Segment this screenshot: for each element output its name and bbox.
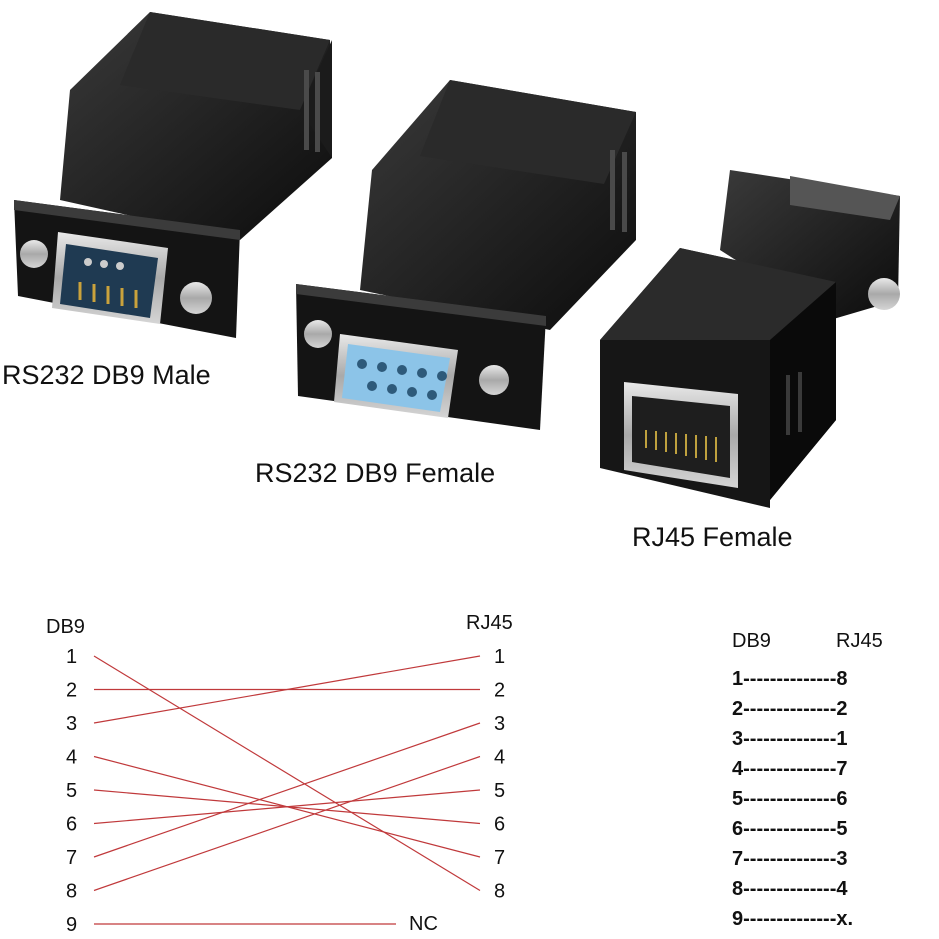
adapter-photo	[14, 12, 900, 508]
pin-map-row: 4--------------7	[732, 758, 848, 780]
rj45-pin-label: 1	[494, 646, 505, 668]
pin-map-row: 5--------------6	[732, 788, 848, 810]
wire-line	[93, 755, 481, 892]
db9-pin-label: 3	[66, 713, 77, 735]
wiring-lines	[93, 655, 481, 925]
pin-map-row: 7--------------3	[732, 848, 848, 870]
db9-pin-label: 8	[66, 881, 77, 903]
rj45-pin-labels: 1 2 3 4 5 6 7 8	[494, 646, 505, 903]
table-header-db9: DB9	[732, 630, 771, 652]
db9-pin-label: 1	[66, 646, 77, 668]
db9-pin-label: 2	[66, 680, 77, 702]
db9-female-adapter	[296, 80, 636, 430]
pin-map-row: 1--------------8	[732, 668, 848, 690]
rj45-pin-label: 7	[494, 847, 505, 869]
caption-rj45-female: RJ45 Female	[632, 522, 793, 552]
wire-line	[93, 722, 481, 858]
nc-label: NC	[409, 913, 438, 935]
wire-line	[93, 789, 481, 825]
db9-pin-label: 6	[66, 814, 77, 836]
wire-line	[93, 655, 481, 892]
db9-male-adapter	[14, 12, 332, 338]
db9-header: DB9	[46, 616, 85, 638]
pin-map-row: 6--------------5	[732, 818, 848, 840]
caption-db9-female: RS232 DB9 Female	[255, 458, 496, 488]
rj45-pin-label: 4	[494, 747, 505, 769]
pin-map-row: 8--------------4	[732, 878, 848, 900]
rj45-female-adapter	[600, 170, 900, 508]
pin-map-row: 2--------------2	[732, 698, 848, 720]
pin-map-row: 3--------------1	[732, 728, 848, 750]
rj45-pin-label: 2	[494, 680, 505, 702]
table-header-rj45: RJ45	[836, 630, 883, 652]
wire-line	[93, 655, 481, 724]
rj45-pin-label: 3	[494, 713, 505, 735]
rj45-pin-label: 8	[494, 881, 505, 903]
pin-map-row: 9--------------x.	[732, 908, 854, 930]
db9-pin-label: 4	[66, 747, 77, 769]
db9-pin-labels: 1 2 3 4 5 6 7 8 9	[66, 646, 77, 936]
db9-pin-label: 7	[66, 847, 77, 869]
caption-db9-male: RS232 DB9 Male	[2, 360, 211, 390]
db9-pin-label: 9	[66, 914, 77, 936]
rj45-header: RJ45	[466, 612, 513, 634]
wiring-diagram: DB9 RJ45 1 2 3 4 5 6 7 8 9 1 2 3 4 5 6 7 8 NC	[46, 612, 513, 936]
rj45-pin-label: 6	[494, 814, 505, 836]
db9-pin-label: 5	[66, 780, 77, 802]
rj45-pin-label: 5	[494, 780, 505, 802]
